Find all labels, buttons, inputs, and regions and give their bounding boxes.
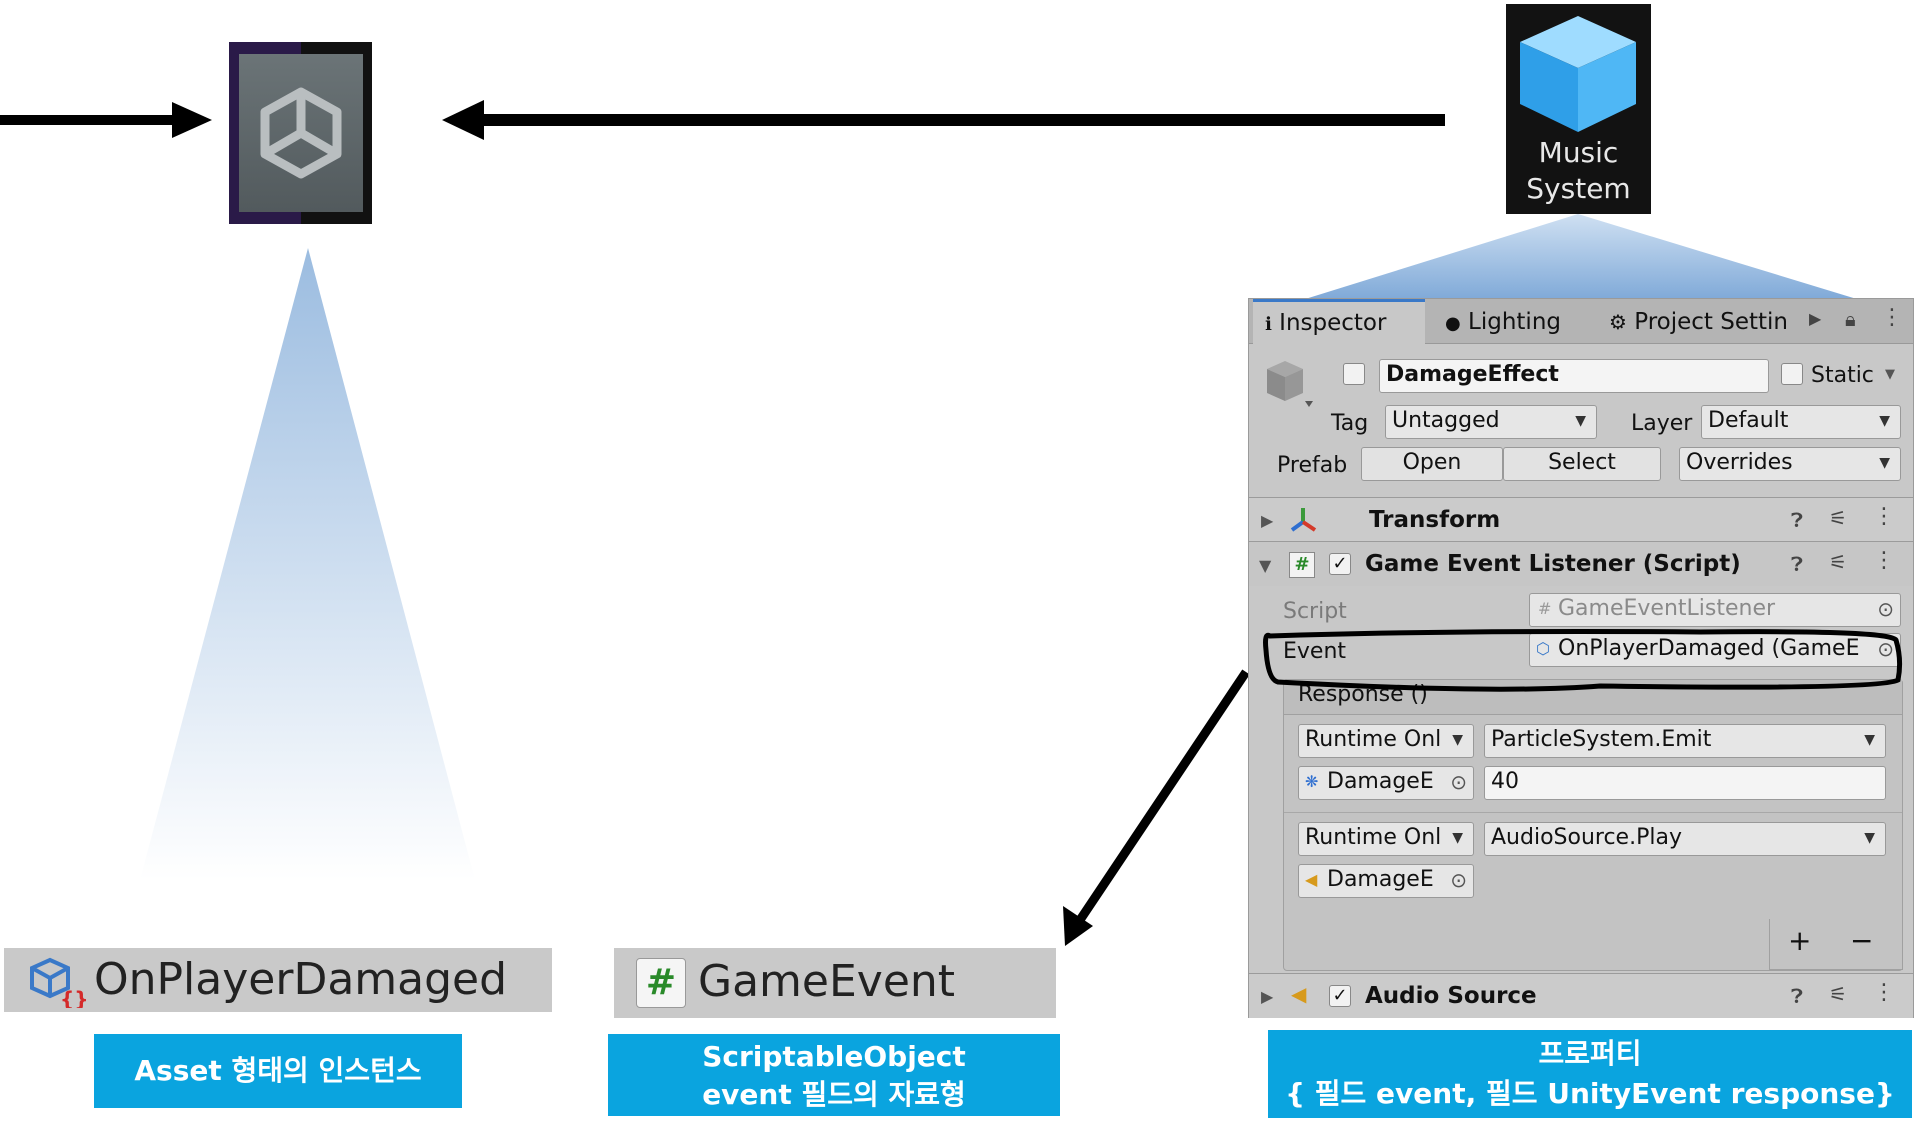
audio-source-title: Audio Source xyxy=(1365,983,1537,1009)
music-system-object[interactable]: Music System xyxy=(1506,4,1651,214)
inspector-panel: ℹ Inspector ● Lighting ⚙ Project Settin … xyxy=(1248,298,1914,1018)
tag-label: Tag xyxy=(1331,411,1369,436)
entry-0-target-field[interactable]: ❋ DamageE xyxy=(1298,766,1474,800)
music-system-label-1: Music xyxy=(1538,136,1619,169)
response-list: Response () Runtime Onl ParticleSystem.E… xyxy=(1283,679,1903,971)
static-dropdown-icon[interactable]: ▼ xyxy=(1885,367,1895,382)
audio-speaker-icon: ◀ xyxy=(1291,982,1307,1006)
entry-0-function-dropdown[interactable]: ParticleSystem.Emit xyxy=(1484,724,1886,758)
scriptable-object-icon: ⬡ xyxy=(1536,639,1550,658)
listener-title: Game Event Listener (Script) xyxy=(1365,551,1741,577)
list-add-remove-bar: + − xyxy=(1769,919,1903,970)
lock-icon[interactable]: 🔒︎ xyxy=(1845,307,1856,331)
static-label[interactable]: Static xyxy=(1811,363,1874,388)
entry-0-mode-dropdown[interactable]: Runtime Onl xyxy=(1298,724,1474,758)
caption-property-line2: { 필드 event, 필드 UnityEvent response} xyxy=(1285,1077,1895,1110)
music-system-label-2: System xyxy=(1526,172,1631,205)
entry-0-argument-input[interactable]: 40 xyxy=(1484,766,1886,800)
particle-system-icon: ❋ xyxy=(1305,772,1319,791)
prefab-overrides-dropdown[interactable]: Overrides xyxy=(1679,447,1901,481)
static-checkbox[interactable] xyxy=(1781,363,1803,385)
caption-instance: Asset 형태의 인스턴스 xyxy=(94,1034,462,1108)
arrow-head-music-to-unity xyxy=(442,100,484,140)
expand-transform-icon[interactable]: ▶ xyxy=(1261,511,1274,530)
entry-1-function-dropdown[interactable]: AudioSource.Play xyxy=(1484,822,1886,856)
component-menu-icon[interactable]: ⋮ xyxy=(1873,548,1895,573)
audio-source-icon: ◀ xyxy=(1305,870,1318,889)
layer-label: Layer xyxy=(1631,411,1693,436)
remove-entry-button[interactable]: − xyxy=(1850,924,1874,957)
help-icon[interactable]: ❓︎ xyxy=(1791,508,1804,532)
expand-audio-icon[interactable]: ▶ xyxy=(1261,987,1274,1006)
tab-lighting[interactable]: ● Lighting xyxy=(1445,309,1561,335)
preset-sliders-icon[interactable]: ⚟ xyxy=(1829,550,1847,574)
audio-enabled-checkbox[interactable]: ✓ xyxy=(1329,985,1351,1007)
add-entry-button[interactable]: + xyxy=(1788,924,1812,957)
event-highlight-loop xyxy=(1263,629,1903,692)
caption-type: ScriptableObject event 필드의 자료형 xyxy=(608,1034,1060,1116)
unity-logo-icon xyxy=(260,87,342,179)
help-icon[interactable]: ❓︎ xyxy=(1791,552,1804,576)
cone-to-instance xyxy=(140,248,475,880)
active-checkbox[interactable] xyxy=(1343,363,1365,385)
svg-text:{}: {} xyxy=(60,987,88,1008)
info-icon: ℹ xyxy=(1265,314,1272,335)
preset-sliders-icon[interactable]: ⚟ xyxy=(1829,982,1847,1006)
script-asset-hash-icon: # xyxy=(636,958,686,1008)
instance-asset-name: OnPlayerDamaged xyxy=(94,954,508,1005)
script-field: # GameEventListener xyxy=(1529,593,1901,627)
listener-enabled-checkbox[interactable]: ✓ xyxy=(1329,553,1351,575)
unity-asset-icon xyxy=(229,42,372,224)
listener-section-header[interactable]: ▼ # ✓ Game Event Listener (Script) ❓︎ ⚟ … xyxy=(1249,541,1913,586)
arrow-event-to-type xyxy=(1076,669,1250,923)
caption-property: 프로퍼티 { 필드 event, 필드 UnityEvent response} xyxy=(1268,1030,1912,1118)
cone-to-inspector xyxy=(1302,214,1860,300)
transform-axes-icon xyxy=(1290,508,1317,532)
audio-source-section[interactable]: ▶ ◀ ✓ Audio Source ❓︎ ⚟ ⋮ xyxy=(1249,973,1913,1018)
gear-icon: ⚙ xyxy=(1609,310,1627,334)
script-small-hash-icon: # xyxy=(1538,599,1552,618)
object-name-field[interactable]: DamageEffect xyxy=(1379,359,1769,393)
type-asset-name: GameEvent xyxy=(698,956,956,1007)
scriptable-object-asset-icon: {} xyxy=(30,957,88,1008)
caption-property-line1: 프로퍼티 xyxy=(1538,1037,1642,1070)
transform-title: Transform xyxy=(1369,507,1501,533)
caption-type-line2: event 필드의 자료형 xyxy=(702,1078,966,1111)
instance-asset-box[interactable]: {} OnPlayerDamaged xyxy=(4,948,552,1012)
tag-dropdown[interactable]: Untagged xyxy=(1385,405,1597,439)
entry-1-mode-dropdown[interactable]: Runtime Onl xyxy=(1298,822,1474,856)
event-field[interactable]: ⬡ OnPlayerDamaged (GameE xyxy=(1529,633,1901,667)
bulb-icon: ● xyxy=(1445,313,1461,334)
component-menu-icon[interactable]: ⋮ xyxy=(1873,504,1895,529)
preset-sliders-icon[interactable]: ⚟ xyxy=(1829,506,1847,530)
script-label: Script xyxy=(1283,599,1347,624)
entry-1-target-field[interactable]: ◀ DamageE xyxy=(1298,864,1474,898)
prefab-open-button[interactable]: Open xyxy=(1361,447,1503,481)
prefab-select-button[interactable]: Select xyxy=(1503,447,1661,481)
tab-scroll-right-icon[interactable]: ▶ xyxy=(1809,309,1822,328)
transform-section[interactable]: ▶ Transform ❓︎ ⚟ ⋮ xyxy=(1249,497,1913,542)
event-label: Event xyxy=(1283,639,1347,664)
layer-dropdown[interactable]: Default xyxy=(1701,405,1901,439)
cube-icon xyxy=(1520,16,1636,132)
collapse-listener-icon[interactable]: ▼ xyxy=(1259,556,1272,575)
component-menu-icon[interactable]: ⋮ xyxy=(1873,980,1895,1005)
caption-type-line1: ScriptableObject xyxy=(702,1040,966,1073)
prefab-label: Prefab xyxy=(1277,453,1348,478)
tab-project-settings[interactable]: ⚙ Project Settin xyxy=(1609,309,1789,335)
arrow-head-event-to-type xyxy=(1063,906,1093,946)
tab-inspector[interactable]: ℹ Inspector xyxy=(1253,299,1425,344)
script-hash-icon: # xyxy=(1289,552,1315,578)
help-icon[interactable]: ❓︎ xyxy=(1791,984,1804,1008)
gameobject-cube-icon xyxy=(1267,361,1313,407)
kebab-menu-icon[interactable]: ⋮ xyxy=(1881,305,1903,330)
type-asset-box[interactable]: # GameEvent xyxy=(614,948,1056,1018)
inspector-tabbar: ℹ Inspector ● Lighting ⚙ Project Settin … xyxy=(1249,299,1913,344)
arrow-head-into-unity xyxy=(172,102,212,138)
